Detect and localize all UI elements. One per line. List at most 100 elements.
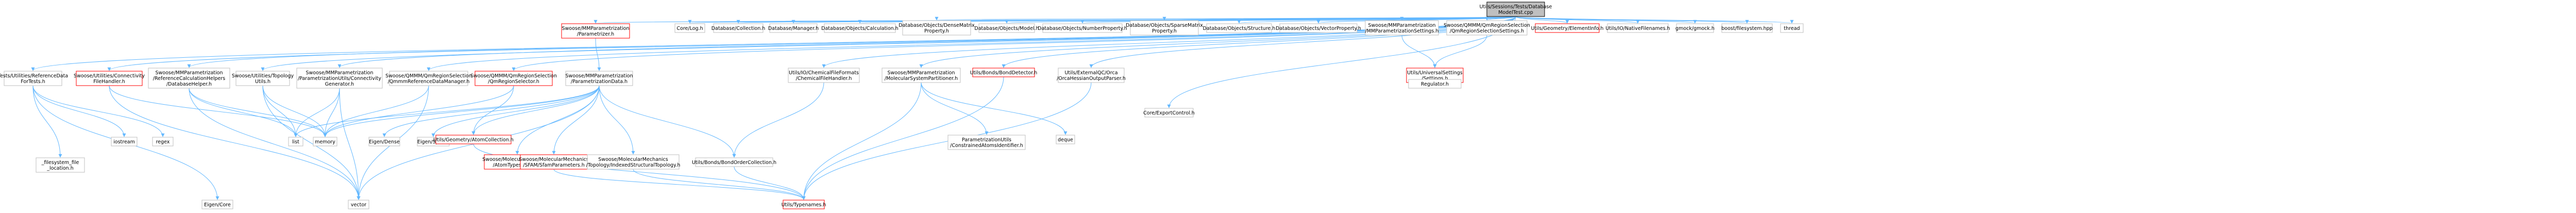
- graph-node-iostream[interactable]: iostream: [111, 137, 138, 146]
- node-label-line: /ConstrainedAtomsIdentifier.h: [950, 143, 1023, 149]
- node-label-line: Property.h: [924, 28, 949, 34]
- graph-node-db-vectorprop[interactable]: Database/Objects/VectorProperty.h: [1276, 23, 1361, 33]
- graph-node-typenames[interactable]: Utils/Typenames.h: [782, 200, 826, 209]
- node-label-line: /ParametrizationUtils/Connectivity: [298, 76, 381, 81]
- edge-chemical-file-to-bond-orders: [732, 82, 824, 158]
- graph-node-qmmm-settings[interactable]: Swoose/QMMM/QmRegionSelection/QmRegionSe…: [1444, 20, 1530, 36]
- graph-node-eigen-dense[interactable]: Eigen/Dense: [368, 137, 400, 146]
- node-box: [389, 71, 468, 86]
- graph-node-sfam-parameters[interactable]: Swoose/MolecularMechanics/SFAM/SfamParam…: [519, 154, 589, 170]
- edge-mmparam-data-to-atom-collection: [471, 85, 600, 135]
- edge-root-to-mmparam-settings: [1400, 16, 1516, 21]
- graph-node-atom-collection[interactable]: Utils/Geometry/AtomCollection.h: [433, 135, 514, 144]
- node-box: [674, 23, 705, 33]
- node-label-line: Swoose/MolecularMechanics: [482, 157, 552, 162]
- graph-node-thread[interactable]: thread: [1780, 23, 1804, 33]
- node-label-line: ParametrizationUtils: [962, 137, 1011, 143]
- graph-node-gmock[interactable]: gmock/gmock.h: [1675, 23, 1715, 33]
- graph-node-deque[interactable]: deque: [1056, 135, 1075, 144]
- node-label-line: /ReferenceCalculationHelpers: [153, 76, 225, 81]
- node-box: [36, 157, 85, 173]
- graph-node-mmparam-ref[interactable]: Swoose/MMParametrization/ReferenceCalcul…: [148, 68, 230, 89]
- graph-node-external-qc[interactable]: Utils/ExternalQC/Orca/OrcaHessianOutputP…: [1057, 68, 1126, 83]
- graph-node-corelog[interactable]: Core/Log.h: [674, 23, 705, 33]
- edge-mmparam-data-to-bond-orders: [599, 85, 736, 158]
- graph-node-db-structure[interactable]: Database/Objects/Structure.h: [1203, 23, 1276, 33]
- graph-node-connectivity[interactable]: Swoose/Utilities/ConnectivityFileHandler…: [74, 71, 145, 86]
- graph-node-param-constrained[interactable]: ParametrizationUtils/ConstrainedAtomsIde…: [947, 135, 1026, 150]
- edge-reftest-to-fs-location: [32, 85, 62, 158]
- node-box: [201, 200, 233, 209]
- graph-node-db-calculation[interactable]: Database/Objects/Calculation.h: [821, 23, 899, 33]
- node-box: [1206, 23, 1272, 33]
- graph-node-db-manager[interactable]: Database/Manager.h: [768, 23, 819, 33]
- graph-node-core-export[interactable]: Core/ExportControl.h: [1143, 108, 1195, 118]
- node-label-line: Database/Objects/DenseMatrix: [899, 23, 975, 28]
- graph-node-list[interactable]: list: [288, 137, 303, 146]
- node-box: [76, 71, 143, 86]
- edge-root-to-geom-elementinfo: [1515, 16, 1569, 24]
- node-label-line: Eigen/Sparse: [417, 139, 449, 145]
- graph-node-mmparam-settings[interactable]: Swoose/MMParametrization/MMParametrizati…: [1365, 20, 1439, 36]
- graph-node-utils-regulator[interactable]: Regulator.h: [1408, 79, 1462, 89]
- node-box: [288, 137, 303, 146]
- graph-node-db-collection[interactable]: Database/Collection.h: [711, 23, 766, 33]
- graph-node-bond-detector[interactable]: Utils/Bonds/BondDetector.h: [970, 68, 1038, 77]
- node-label-line: Utils/Geometry/ElementInfo.h: [1531, 26, 1604, 31]
- node-box: [788, 68, 860, 83]
- node-box: [972, 68, 1035, 77]
- edge-mmparam-data-to-indexed-topology: [599, 85, 635, 155]
- graph-node-db-numberprop[interactable]: Database/Objects/NumberProperty.h: [1038, 23, 1127, 33]
- graph-node-fs-location[interactable]: _filesystem_file_location.h: [36, 157, 85, 173]
- graph-node-memory[interactable]: memory: [313, 137, 337, 146]
- graph-node-mmparam-data[interactable]: Swoose/MMParametrization/Parametrization…: [565, 71, 633, 86]
- graph-node-qmmm-sel[interactable]: Swoose/QMMM/QmRegionSelection/QmRegionSe…: [470, 71, 557, 86]
- edge-connectivity-to-vector: [109, 85, 361, 200]
- node-box: [520, 154, 588, 170]
- graph-node-indexed-topology[interactable]: Swoose/MolecularMechanics/Topology/Index…: [586, 154, 681, 170]
- graph-node-qmmm-ref[interactable]: Swoose/QMMM/QmRegionSelection/QmmmRefere…: [385, 71, 472, 86]
- edge-mmparam-data-to-memory: [323, 85, 600, 137]
- node-label-line: Core/Log.h: [676, 26, 703, 31]
- node-label-line: deque: [1058, 137, 1073, 143]
- node-box: [1144, 108, 1194, 118]
- edge-mm-partitioner-to-deque: [921, 82, 1067, 135]
- graph-node-mm-partitioner[interactable]: Swoose/MMParametrization/MolecularSystem…: [882, 68, 961, 83]
- edge-root-to-db-vectorprop: [1316, 16, 1516, 24]
- graph-node-chemical-file[interactable]: Utils/IO/ChemicalFileFormats/ChemicalFil…: [788, 68, 860, 83]
- graph-node-geom-elementinfo[interactable]: Utils/Geometry/ElementInfo.h: [1531, 23, 1604, 33]
- edge-reftest-to-regex: [32, 85, 165, 137]
- node-label-line: Swoose/QMMM/QmRegionSelection: [470, 73, 557, 79]
- node-box: [1279, 23, 1358, 33]
- node-label-line: thread: [1784, 26, 1800, 31]
- graph-node-io-nativefilenames[interactable]: Utils/IO/NativeFilenames.h: [1605, 23, 1670, 33]
- node-label-line: /DatabaseHelper.h: [166, 81, 212, 87]
- node-box: [1780, 23, 1804, 33]
- edge-mmparam-data-to-sfam-parameters: [552, 85, 600, 155]
- edge-mm-partitioner-to-typenames: [802, 82, 922, 200]
- node-label-line: Swoose/Utilities/Connectivity: [74, 73, 145, 79]
- node-label-line: vector: [351, 202, 366, 208]
- graph-node-vector[interactable]: vector: [348, 200, 369, 209]
- graph-node-mmparam-params[interactable]: Swoose/MMParametrization/Parametrizer.h: [561, 23, 630, 39]
- graph-node-eigen-core[interactable]: Eigen/Core: [201, 200, 233, 209]
- node-label-line: /AtomTypesHolder.h: [493, 162, 542, 168]
- graph-node-bond-orders[interactable]: Utils/Bonds/BondOrderCollection.h: [692, 157, 776, 167]
- node-label-line: memory: [315, 139, 335, 145]
- node-label-line: iostream: [113, 139, 135, 145]
- graph-node-root[interactable]: Utils/Sessions/Tests/DatabaseModelTest.c…: [1480, 2, 1552, 17]
- graph-node-boost-fs[interactable]: boost/filesystem.hpp: [1721, 23, 1773, 33]
- node-label-line: Utils/Typenames.h: [782, 202, 826, 208]
- node-layer: Utils/Sessions/Tests/DatabaseModelTest.c…: [0, 2, 1804, 209]
- edge-atom-collection-to-typenames: [473, 143, 806, 200]
- graph-node-mmparam-connect[interactable]: Swoose/MMParametrization/Parametrization…: [296, 68, 383, 89]
- node-label-line: Utils/IO/NativeFilenames.h: [1605, 26, 1670, 31]
- graph-node-regex[interactable]: regex: [152, 137, 174, 146]
- node-label-line: FileHandler.h: [93, 79, 125, 85]
- edge-mmparam-connect-to-list: [294, 88, 340, 137]
- graph-node-db-model[interactable]: Database/Objects/Model.h: [974, 23, 1039, 33]
